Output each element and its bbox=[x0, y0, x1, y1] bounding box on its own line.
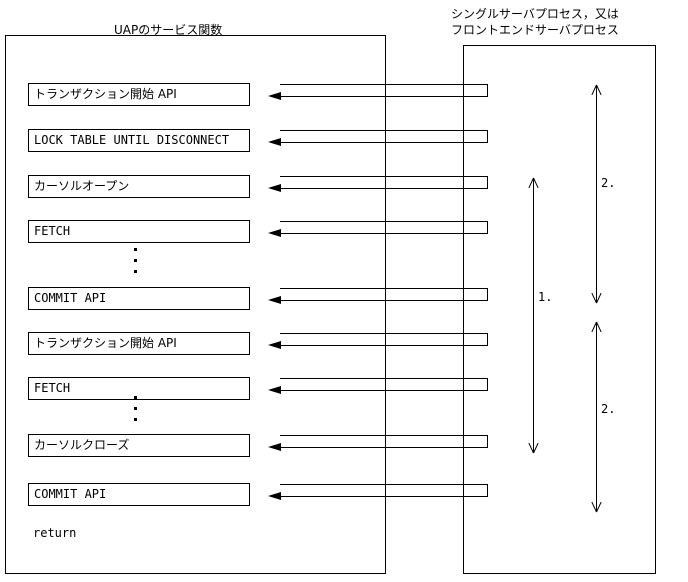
server-column-caption: シングルサーバプロセス，又は フロントエンドサーバプロセス bbox=[451, 6, 619, 38]
connector-lower-line bbox=[280, 96, 488, 97]
uap-service-function-frame bbox=[5, 35, 386, 574]
range-label: 1. bbox=[538, 290, 553, 304]
connector-end-cap bbox=[487, 84, 488, 97]
left-arrow-icon bbox=[268, 92, 281, 100]
ellipsis-dot bbox=[133, 248, 137, 251]
connector-lower-line bbox=[280, 233, 488, 234]
left-arrow-icon bbox=[268, 492, 281, 500]
connector-upper-line bbox=[280, 130, 488, 131]
connector-upper-line bbox=[280, 378, 488, 379]
connector-lower-line bbox=[280, 345, 488, 346]
call-box: LOCK TABLE UNTIL DISCONNECT bbox=[28, 129, 250, 152]
range-arrow bbox=[590, 85, 603, 303]
connector-lower-line bbox=[280, 496, 488, 497]
server-caption-line-1: シングルサーバプロセス，又は bbox=[451, 7, 619, 21]
call-box: カーソルクローズ bbox=[28, 434, 250, 457]
range-arrow bbox=[590, 322, 603, 512]
left-arrow-icon bbox=[268, 386, 281, 394]
left-arrow-icon bbox=[268, 296, 281, 304]
connector-upper-line bbox=[280, 84, 488, 85]
uap-column-caption: UAPのサービス関数 bbox=[114, 23, 223, 37]
range-label: 2. bbox=[601, 176, 616, 190]
left-arrow-icon bbox=[268, 184, 281, 192]
call-connector-arrow bbox=[268, 130, 488, 146]
ellipsis-dot bbox=[133, 259, 137, 262]
connector-upper-line bbox=[280, 221, 488, 222]
connector-upper-line bbox=[280, 288, 488, 289]
connector-end-cap bbox=[487, 378, 488, 391]
connector-end-cap bbox=[487, 130, 488, 143]
return-statement: return bbox=[33, 526, 77, 540]
left-arrow-icon bbox=[268, 229, 281, 237]
connector-end-cap bbox=[487, 288, 488, 301]
range-arrow-shaft bbox=[533, 178, 534, 453]
left-arrow-icon bbox=[268, 341, 281, 349]
call-connector-arrow bbox=[268, 484, 488, 500]
connector-end-cap bbox=[487, 484, 488, 497]
server-process-frame bbox=[463, 45, 656, 574]
connector-lower-line bbox=[280, 447, 488, 448]
up-arrow-icon bbox=[590, 85, 603, 96]
connector-upper-line bbox=[280, 484, 488, 485]
call-box: FETCH bbox=[28, 377, 250, 400]
call-box: トランザクション開始 API bbox=[28, 332, 250, 355]
call-connector-arrow bbox=[268, 333, 488, 349]
connector-upper-line bbox=[280, 435, 488, 436]
vertical-ellipsis-icon bbox=[131, 396, 139, 421]
range-label: 2. bbox=[601, 402, 616, 416]
connector-lower-line bbox=[280, 142, 488, 143]
range-arrow-shaft bbox=[596, 85, 597, 303]
ellipsis-dot bbox=[133, 407, 137, 410]
connector-upper-line bbox=[280, 333, 488, 334]
call-box: トランザクション開始 API bbox=[28, 83, 250, 106]
call-connector-arrow bbox=[268, 221, 488, 237]
server-caption-line-2: フロントエンドサーバプロセス bbox=[451, 23, 619, 37]
call-box: COMMIT API bbox=[28, 287, 250, 310]
ellipsis-dot bbox=[133, 396, 137, 399]
connector-lower-line bbox=[280, 300, 488, 301]
up-arrow-icon bbox=[527, 178, 540, 189]
down-arrow-icon bbox=[527, 442, 540, 453]
call-connector-arrow bbox=[268, 378, 488, 394]
call-connector-arrow bbox=[268, 435, 488, 451]
down-arrow-icon bbox=[590, 501, 603, 512]
up-arrow-icon bbox=[590, 322, 603, 333]
connector-end-cap bbox=[487, 221, 488, 234]
call-box: FETCH bbox=[28, 220, 250, 243]
connector-end-cap bbox=[487, 435, 488, 448]
down-arrow-icon bbox=[590, 292, 603, 303]
left-arrow-icon bbox=[268, 443, 281, 451]
connector-end-cap bbox=[487, 333, 488, 346]
call-connector-arrow bbox=[268, 84, 488, 100]
ellipsis-dot bbox=[133, 418, 137, 421]
left-arrow-icon bbox=[268, 138, 281, 146]
call-connector-arrow bbox=[268, 176, 488, 192]
connector-lower-line bbox=[280, 188, 488, 189]
call-box: カーソルオープン bbox=[28, 175, 250, 198]
range-arrow-shaft bbox=[596, 322, 597, 512]
ellipsis-dot bbox=[133, 270, 137, 273]
vertical-ellipsis-icon bbox=[131, 248, 139, 273]
call-connector-arrow bbox=[268, 288, 488, 304]
range-arrow bbox=[527, 178, 540, 453]
connector-upper-line bbox=[280, 176, 488, 177]
connector-end-cap bbox=[487, 176, 488, 189]
call-box: COMMIT API bbox=[28, 483, 250, 506]
connector-lower-line bbox=[280, 390, 488, 391]
